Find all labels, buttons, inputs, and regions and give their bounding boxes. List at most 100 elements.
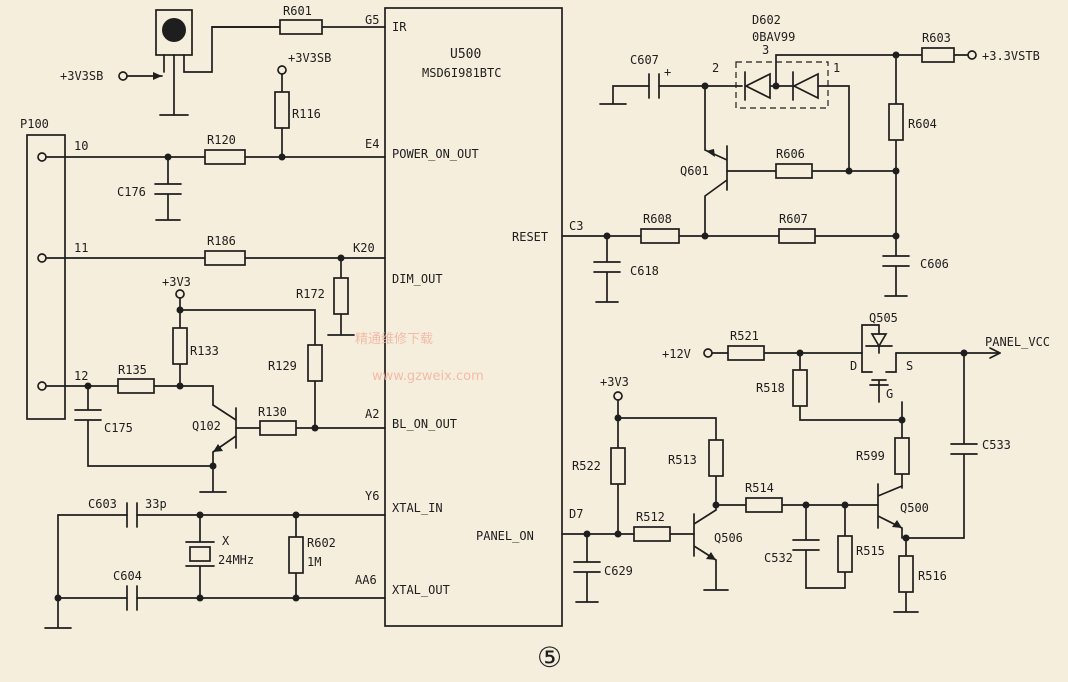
- part-d602: 0BAV99: [752, 30, 795, 44]
- label-c629: C629: [604, 564, 633, 578]
- pin-id-y6: Y6: [365, 489, 379, 503]
- label-c618: C618: [630, 264, 659, 278]
- transistor-q500: [877, 483, 903, 539]
- label-r120: R120: [207, 133, 236, 147]
- resistor-r606: [775, 163, 813, 179]
- pin-num-10: 10: [74, 139, 88, 153]
- watermark-url: www.gzweix.com: [372, 369, 484, 384]
- connector-name: P100: [20, 117, 49, 131]
- resistor-r607: [778, 228, 816, 244]
- pin2-d602: 2: [712, 61, 719, 75]
- resistor-r601: [279, 19, 323, 35]
- pin-name-reset: RESET: [512, 230, 548, 244]
- connector-p100: [26, 134, 66, 420]
- pin-id-a2: A2: [365, 407, 379, 421]
- value-r602: 1M: [307, 555, 321, 569]
- resistor-r518: [792, 369, 808, 407]
- label-r129: R129: [268, 359, 297, 373]
- rail-3v3-a: +3V3: [162, 275, 191, 289]
- resistor-r513: [708, 439, 724, 477]
- resistor-r135: [117, 378, 155, 394]
- pin-id-e4: E4: [365, 137, 379, 151]
- label-r135: R135: [118, 363, 147, 377]
- resistor-r129: [307, 344, 323, 382]
- label-c607: C607: [630, 53, 659, 67]
- pin3-d602: 3: [762, 43, 769, 57]
- label-r604: R604: [908, 117, 937, 131]
- label-r518: R518: [756, 381, 785, 395]
- resistor-r604: [888, 103, 904, 141]
- capacitor-c176: [154, 156, 182, 221]
- label-r130: R130: [258, 405, 287, 419]
- label-r599: R599: [856, 449, 885, 463]
- connector-pin-12: [37, 381, 47, 391]
- label-r133: R133: [190, 344, 219, 358]
- rail-3v3stb: +3.3VSTB: [982, 49, 1040, 63]
- transistor-q506: [693, 504, 729, 591]
- watermark-cn: 精通维修下载: [355, 332, 433, 347]
- label-crystal: X: [222, 534, 230, 548]
- chip-u500-body: [384, 7, 563, 627]
- label-r608: R608: [643, 212, 672, 226]
- value-c603: 33p: [145, 497, 167, 511]
- resistor-r515: [837, 535, 853, 573]
- resistor-r599: [894, 437, 910, 475]
- label-r514: R514: [745, 481, 774, 495]
- resistor-r133: [172, 327, 188, 365]
- label-r186: R186: [207, 234, 236, 248]
- connector-pin-10: [37, 152, 47, 162]
- capacitor-c618: [593, 235, 621, 303]
- crystal-x: [189, 546, 211, 562]
- pin-name-bl-on-out: BL_ON_OUT: [392, 417, 457, 431]
- resistor-r603: [921, 47, 955, 63]
- label-r601: R601: [283, 4, 312, 18]
- label-r603: R603: [922, 31, 951, 45]
- capacitor-c532: [792, 504, 846, 589]
- mosfet-q505: [861, 352, 903, 421]
- chip-name: U500: [450, 47, 481, 62]
- capacitor-c603: [126, 502, 138, 528]
- label-c176: C176: [117, 185, 146, 199]
- resistor-r172: [333, 277, 349, 315]
- label-c532: C532: [764, 551, 793, 565]
- label-q505-g: G: [886, 387, 893, 401]
- label-q505-s: S: [906, 359, 913, 373]
- diode-d602-package: [735, 61, 829, 109]
- label-q505: Q505: [869, 311, 898, 325]
- rail-3v3sb: +3V3SB: [60, 69, 103, 83]
- label-c603: C603: [88, 497, 117, 511]
- resistor-r602: [288, 536, 304, 574]
- label-c175: C175: [104, 421, 133, 435]
- capacitor-c533: [905, 352, 978, 539]
- rail-panel-vcc: PANEL_VCC: [985, 335, 1050, 349]
- pin-num-11: 11: [74, 241, 88, 255]
- resistor-r120: [204, 149, 246, 165]
- pin-name-ir: IR: [392, 20, 407, 34]
- rail-3v3sb-top: +3V3SB: [288, 51, 331, 65]
- resistor-r512: [633, 526, 671, 542]
- resistor-r521: [727, 345, 765, 361]
- label-r116: R116: [292, 107, 321, 121]
- label-r515: R515: [856, 544, 885, 558]
- connector-pin-11: [37, 253, 47, 263]
- pin-name-xtal-out: XTAL_OUT: [392, 583, 450, 597]
- label-r522: R522: [572, 459, 601, 473]
- label-r606: R606: [776, 147, 805, 161]
- svg-text:+: +: [664, 65, 671, 79]
- resistor-r130: [259, 420, 297, 436]
- capacitor-c604: [126, 585, 138, 611]
- pin-id-c3: C3: [569, 219, 583, 233]
- diode-d602-b: [792, 72, 819, 100]
- label-d602: D602: [752, 13, 781, 27]
- label-r172: R172: [296, 287, 325, 301]
- resistor-r522: [610, 447, 626, 485]
- transistor-q601: [704, 85, 728, 237]
- resistor-r608: [640, 228, 680, 244]
- diode-d602-a: [744, 72, 771, 100]
- label-q102: Q102: [192, 419, 221, 433]
- label-r607: R607: [779, 212, 808, 226]
- arrow-icon: [153, 72, 162, 80]
- resistor-r514: [745, 497, 783, 513]
